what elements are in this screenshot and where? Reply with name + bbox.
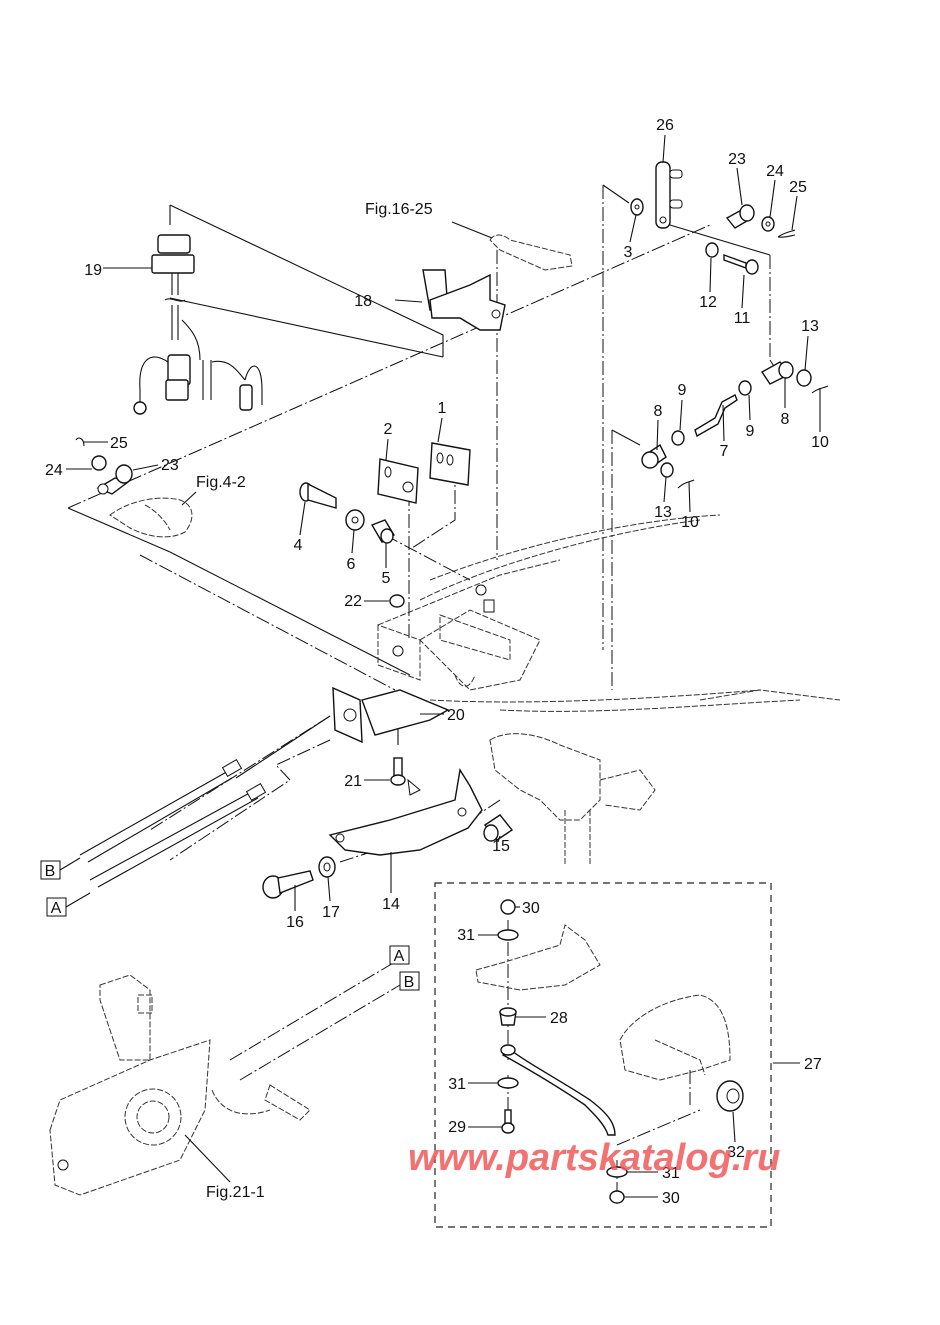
engine-mount-ghost xyxy=(377,514,841,712)
connector-label: B xyxy=(45,863,56,880)
part-24-washer-right xyxy=(761,216,775,232)
connector-label: A xyxy=(394,948,405,965)
part-4-bolt xyxy=(299,482,337,509)
callout-32: 32 xyxy=(727,1144,745,1161)
callout-31-top: 31 xyxy=(457,927,475,944)
part-23-joint-left xyxy=(96,464,133,495)
fig-ref-16-25: Fig.16-25 xyxy=(365,201,433,218)
callout-5: 5 xyxy=(382,570,391,587)
part-25-clip-right xyxy=(777,229,796,238)
callout-26: 26 xyxy=(656,117,674,134)
part-5-collar xyxy=(370,519,395,544)
part-13-washer-upper xyxy=(796,369,812,387)
part-12-washer xyxy=(705,242,719,258)
part-13-washer-lower xyxy=(660,462,674,478)
part-3-washer xyxy=(630,198,644,216)
fig-21-1-remote-control xyxy=(49,974,311,1196)
part-14-bracket xyxy=(328,768,483,856)
callout-23-right: 23 xyxy=(728,151,746,168)
control-cables xyxy=(79,758,267,888)
callout-14: 14 xyxy=(382,896,400,913)
callout-8-upper: 8 xyxy=(781,411,790,428)
callout-10-upper: 10 xyxy=(811,434,829,451)
callout-27: 27 xyxy=(804,1056,822,1073)
part-22-nut xyxy=(389,594,405,608)
fig-ref-21-1: Fig.21-1 xyxy=(206,1184,265,1201)
callout-6: 6 xyxy=(347,556,356,573)
callouts: 26 23 24 25 3 12 11 13 8 10 9 7 9 8 13 1… xyxy=(45,117,829,1207)
part-26-plate xyxy=(655,161,683,229)
part-11-bolt xyxy=(723,254,759,275)
part-16-bolt xyxy=(262,870,314,899)
connector-B-upper: B xyxy=(40,857,81,880)
callout-15: 15 xyxy=(492,838,510,855)
part-10-clip-upper xyxy=(811,385,829,394)
callout-18: 18 xyxy=(354,293,372,310)
callout-24-left: 24 xyxy=(45,462,63,479)
fig-16-25-part xyxy=(489,234,573,271)
callout-21: 21 xyxy=(344,773,362,790)
part-8-joint-lower xyxy=(641,443,667,469)
callout-29: 29 xyxy=(448,1119,466,1136)
callout-11: 11 xyxy=(734,310,751,327)
callout-20: 20 xyxy=(447,707,465,724)
callout-9-lower: 9 xyxy=(678,382,687,399)
part-18-bracket xyxy=(422,269,506,331)
part-6-washer xyxy=(345,509,365,531)
connector-label: A xyxy=(51,900,62,917)
watermark: www.partskatalog.ru xyxy=(408,1137,780,1179)
part-15-collar xyxy=(483,814,514,842)
callout-1: 1 xyxy=(438,400,447,417)
callout-25-right: 25 xyxy=(789,179,807,196)
part-25-clip-left xyxy=(75,437,85,447)
part-20-cable-bracket xyxy=(332,686,450,744)
callout-9-upper: 9 xyxy=(746,423,755,440)
connector-A-upper: A xyxy=(46,892,91,917)
callout-23-left: 23 xyxy=(161,457,179,474)
callout-31-mid: 31 xyxy=(448,1076,466,1093)
part-2-plate xyxy=(377,458,419,504)
callout-10-lower: 10 xyxy=(681,514,699,531)
part-19-switch-harness xyxy=(133,234,263,415)
fig-4-2-part xyxy=(109,497,193,538)
part-21-screw xyxy=(390,757,406,786)
part-7-rod xyxy=(694,394,738,438)
connector-label: B xyxy=(404,974,415,991)
steering-arm-ghost xyxy=(489,733,656,865)
callout-30-bottom: 30 xyxy=(662,1190,680,1207)
part-9-nut-upper xyxy=(738,380,752,396)
part-8-joint-upper xyxy=(760,361,794,385)
callout-25-left: 25 xyxy=(110,435,128,452)
callout-13-lower: 13 xyxy=(654,504,672,521)
callout-22: 22 xyxy=(344,593,362,610)
callout-30-top: 30 xyxy=(522,900,540,917)
part-17-washer xyxy=(318,856,336,878)
callout-3: 3 xyxy=(624,244,633,261)
callout-8-lower: 8 xyxy=(654,403,663,420)
callout-2: 2 xyxy=(384,421,393,438)
callout-24-right: 24 xyxy=(766,163,784,180)
callout-19: 19 xyxy=(84,262,102,279)
connector-A-lower: A xyxy=(389,945,410,965)
part-10-clip-lower xyxy=(677,479,695,489)
assembly-guide-lines xyxy=(67,184,776,1195)
callout-17: 17 xyxy=(322,904,340,921)
group-27-box xyxy=(434,882,800,1228)
callout-4: 4 xyxy=(294,537,303,554)
part-24-washer-left xyxy=(91,455,107,471)
part-23-joint-right xyxy=(725,204,755,229)
callout-28: 28 xyxy=(550,1010,568,1027)
callout-12: 12 xyxy=(699,294,717,311)
callout-13-upper: 13 xyxy=(801,318,819,335)
callout-16: 16 xyxy=(286,914,304,931)
fig-ref-4-2: Fig.4-2 xyxy=(196,474,246,491)
group-27-parts xyxy=(475,899,744,1204)
part-1-plate xyxy=(429,442,471,486)
callout-31-bottom: 31 xyxy=(662,1165,680,1182)
part-9-nut-lower xyxy=(671,430,685,446)
connector-B-lower: B xyxy=(399,971,420,991)
callout-7: 7 xyxy=(720,443,729,460)
